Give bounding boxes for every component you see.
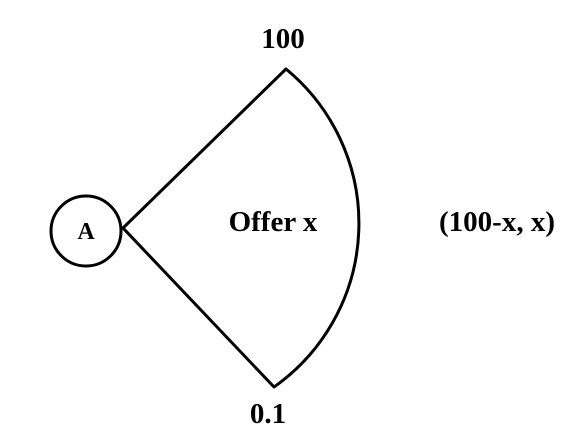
decision-node-a: A — [49, 194, 123, 268]
offer-label: Offer x — [229, 206, 318, 238]
payoff-label: (100-x, x) — [439, 206, 555, 238]
lower-bound-label: 0.1 — [250, 398, 286, 430]
node-circle — [49, 194, 123, 268]
upper-bound-label: 100 — [261, 23, 305, 55]
offer-wedge — [121, 67, 361, 389]
node-label: A — [77, 219, 95, 245]
